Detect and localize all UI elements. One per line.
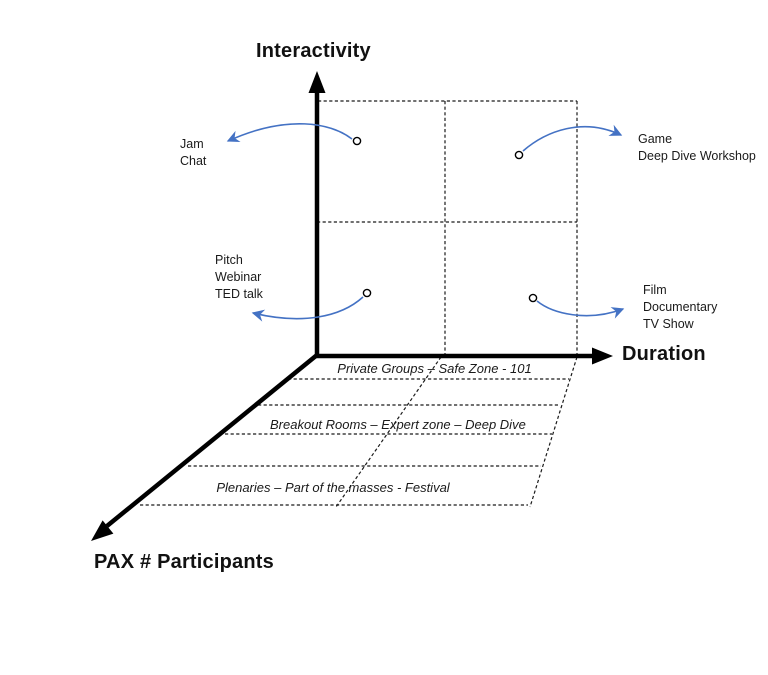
- callout-arrow-film: [536, 300, 625, 319]
- point-label-line: Pitch: [215, 253, 243, 267]
- quadrant-grid: [317, 100, 578, 357]
- data-point-marker-film: [528, 293, 538, 303]
- pax-axis-line: [105, 353, 319, 528]
- point-label-line: Deep Dive Workshop: [638, 149, 756, 163]
- duration-axis: [315, 347, 613, 365]
- duration-axis-arrowhead-icon: [592, 347, 613, 365]
- duration-axis-label: Duration: [622, 343, 706, 365]
- floor-slant-mid-line: [335, 356, 442, 508]
- point-label-line: TED talk: [215, 287, 263, 301]
- floor-band-label-breakout-rooms: Breakout Rooms – Expert zone – Deep Dive: [270, 417, 526, 432]
- interactivity-axis-label: Interactivity: [256, 40, 371, 62]
- point-label-line: Film: [643, 283, 667, 297]
- floor-band-label-private-groups: Private Groups – Safe Zone - 101: [337, 361, 532, 376]
- point-label-jam-chat: Jam Chat: [180, 136, 206, 170]
- point-label-line: Game: [638, 132, 673, 146]
- interactivity-axis-arrowhead-icon: [308, 71, 326, 93]
- callout-arrow-game: [522, 124, 623, 152]
- point-label-line: TV Show: [643, 317, 694, 331]
- point-label-line: Jam: [180, 137, 204, 151]
- point-label-line: Chat: [180, 154, 207, 168]
- floor-slant-right-line: [529, 356, 578, 508]
- data-points: [352, 136, 538, 303]
- data-point-marker-game: [514, 150, 524, 160]
- point-label-line: Documentary: [643, 300, 718, 314]
- data-point-marker-pitch: [362, 288, 372, 298]
- point-label-film: Film Documentary TV Show: [643, 282, 717, 333]
- point-label-game: Game Deep Dive Workshop: [638, 131, 756, 165]
- pax-axis-arrowhead-icon: [91, 520, 114, 541]
- point-label-pitch: Pitch Webinar TED talk: [215, 252, 263, 303]
- pax-axis: [91, 353, 319, 541]
- callout-arrows: [226, 123, 625, 322]
- data-point-marker-jam-chat: [352, 136, 362, 146]
- callout-arrow-jam-chat: [226, 123, 353, 143]
- point-label-line: Webinar: [215, 270, 262, 284]
- interactivity-axis: [308, 71, 326, 357]
- callout-arrow-pitch: [251, 296, 364, 322]
- pax-axis-label: PAX # Participants: [94, 551, 274, 573]
- floor-band-label-plenaries: Plenaries – Part of the masses - Festiva…: [216, 480, 450, 495]
- floor-grid: [140, 356, 578, 508]
